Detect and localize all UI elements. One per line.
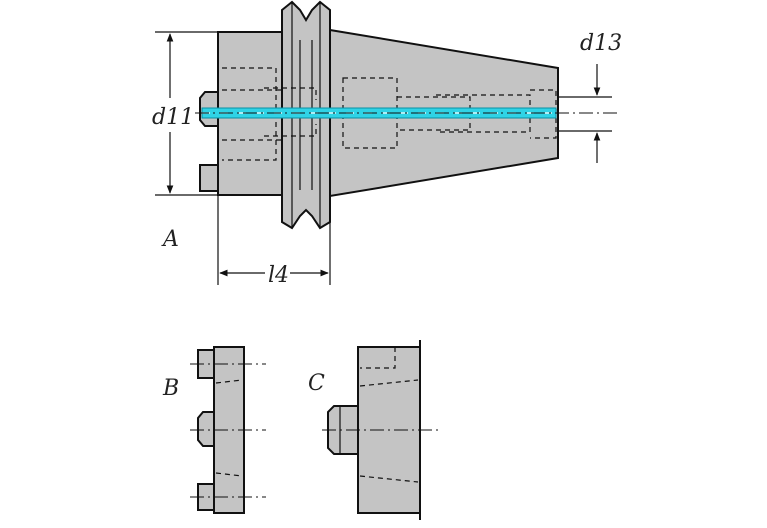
view-c-hidden-2 [359, 475, 419, 483]
d13-label: d13 [580, 31, 622, 56]
view-c-hidden-1 [359, 379, 419, 387]
main-view [195, 0, 620, 230]
view-b-hidden-1 [215, 379, 243, 384]
view-c-hidden-top [360, 347, 396, 369]
hidden-pocket [342, 77, 398, 149]
dimension-d13: d13 [558, 31, 622, 163]
view-label-c: C [308, 371, 325, 396]
hidden-channel [397, 96, 471, 131]
view-b: B [162, 346, 266, 514]
drive-pin-bottom [199, 164, 219, 192]
dimension-l4: l4 [217, 195, 331, 288]
d11-label: d11 [152, 105, 194, 130]
view-c-pin [327, 405, 359, 455]
l4-label: l4 [268, 263, 289, 288]
view-c: C [308, 340, 438, 520]
view-label-a: A [161, 227, 179, 252]
view-b-pin-middle [197, 411, 215, 447]
dimension-d11: d11 [152, 31, 218, 196]
view-label-b: B [162, 376, 179, 401]
view-b-hidden-2 [215, 472, 243, 477]
